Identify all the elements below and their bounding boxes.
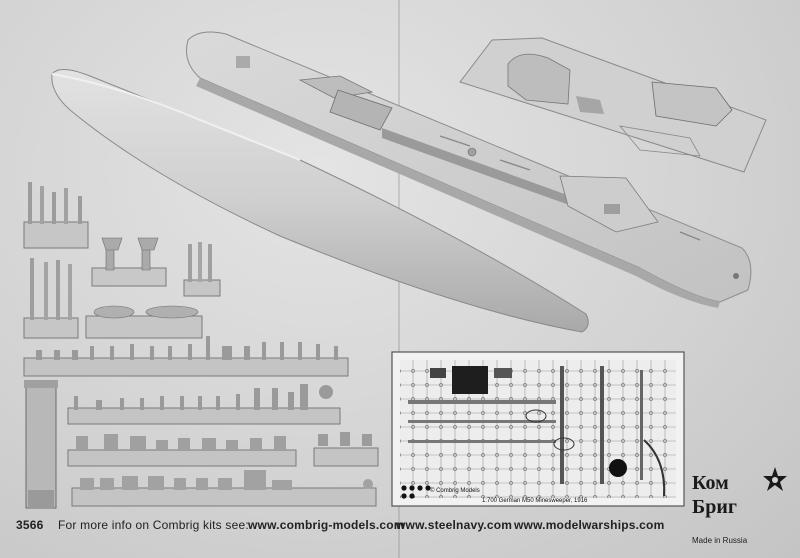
masts-part-2 xyxy=(23,258,79,339)
pe-brand-label: © Combrig Models xyxy=(430,487,480,494)
logo-line-1: Ком xyxy=(692,472,729,494)
kit-code: 3566 xyxy=(16,518,44,532)
mast-parts xyxy=(23,182,89,249)
ventilator-parts xyxy=(91,237,167,287)
fittings-sprue-4 xyxy=(71,470,377,507)
fittings-sprue-3 xyxy=(67,434,297,467)
kombrig-logo: Ком Бриг Made in Russia xyxy=(688,466,798,552)
funnel-pipes-part xyxy=(183,242,221,297)
link-modelwarships[interactable]: www.modelwarships.com xyxy=(514,518,665,532)
guns-sprue xyxy=(313,432,379,467)
link-steelnavy[interactable]: www.steelnavy.com xyxy=(396,518,513,532)
star-icon xyxy=(763,467,787,491)
upper-hull-part xyxy=(186,31,752,308)
photo-etch-fret: © Combrig Models 1:700 German M50 Minesw… xyxy=(391,351,685,507)
fittings-sprue-2 xyxy=(67,384,341,425)
funnel-part xyxy=(24,380,58,509)
lower-hull-part xyxy=(51,69,589,333)
boats-part xyxy=(85,305,203,339)
link-combrig[interactable]: www.combrig-models.com xyxy=(248,518,405,532)
footer-bar: 3566 For more info on Combrig kits see: … xyxy=(0,518,800,542)
superstructure-sprue xyxy=(459,37,767,173)
logo-line-2: Бриг xyxy=(692,496,737,518)
made-in-label: Made in Russia xyxy=(692,536,748,545)
info-text: For more info on Combrig kits see: xyxy=(58,518,249,532)
pe-title-label: 1:700 German M50 Minesweeper, 1916 xyxy=(482,498,588,504)
fittings-sprue-1 xyxy=(23,336,349,377)
